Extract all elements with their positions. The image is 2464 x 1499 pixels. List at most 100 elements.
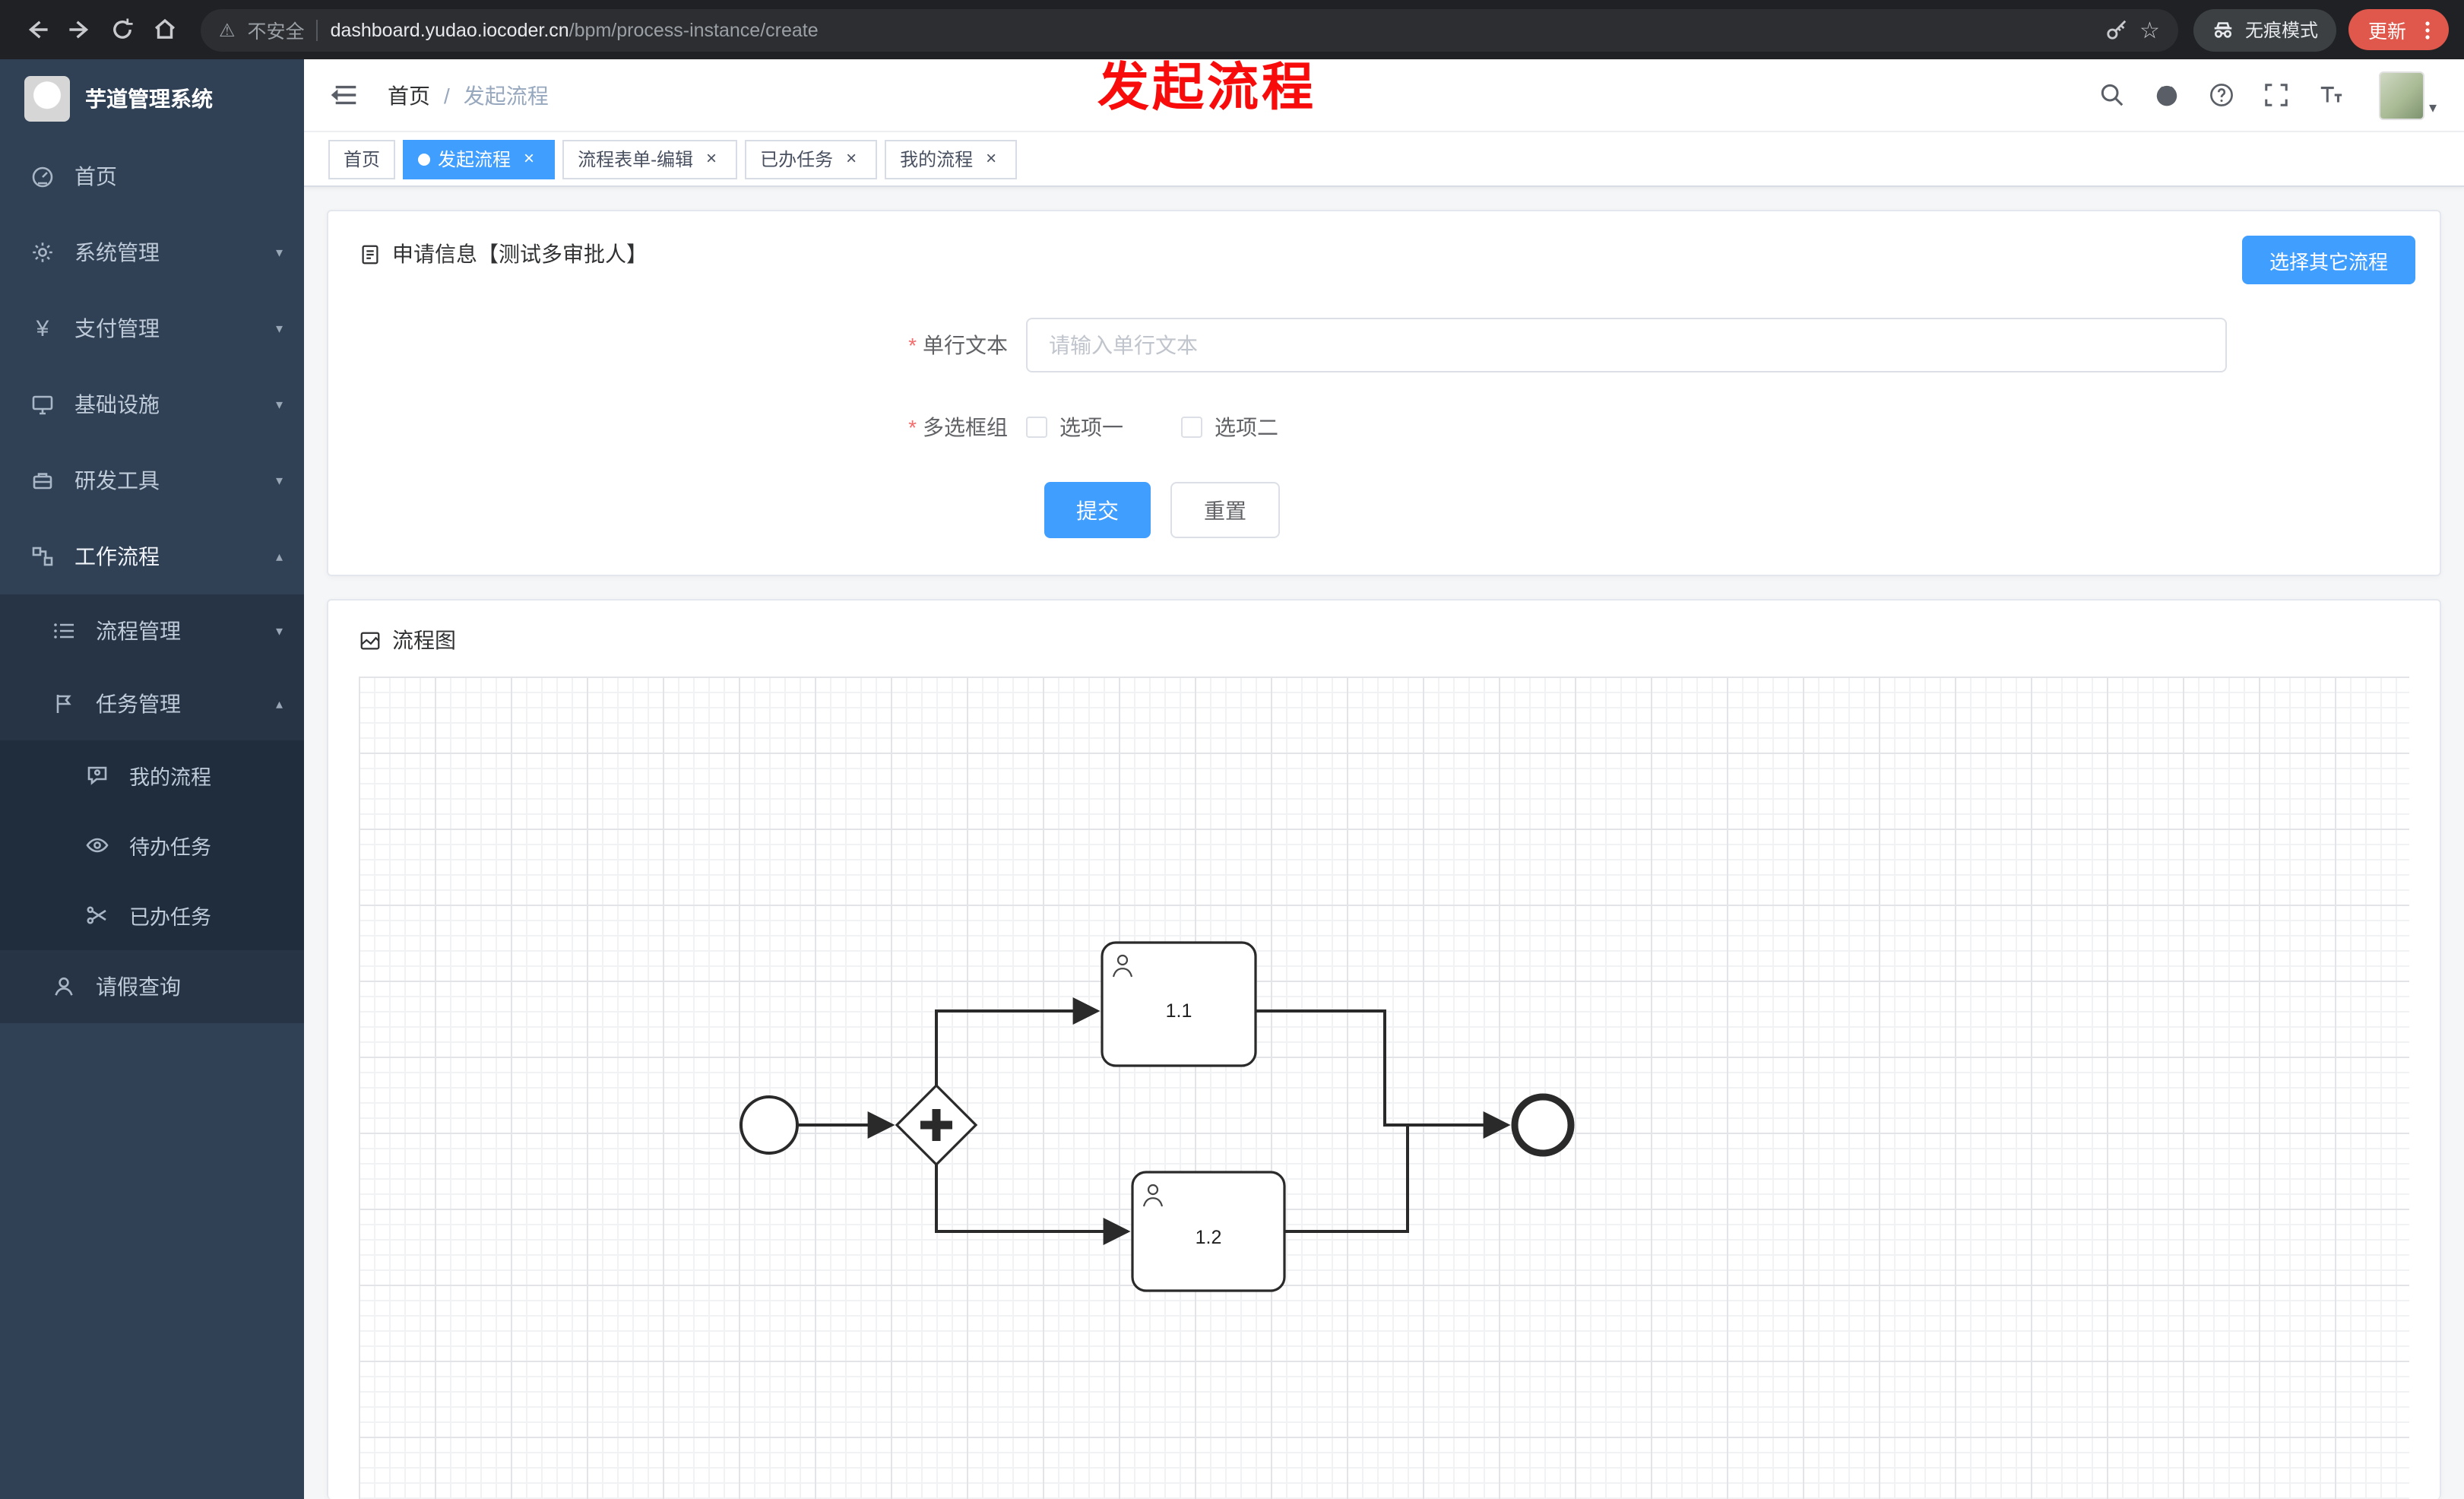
breadcrumb: 首页 / 发起流程: [388, 80, 549, 110]
github-icon: [2156, 85, 2177, 106]
user-task-label: 1.1: [1166, 1000, 1192, 1022]
url-path: /bpm/process-instance/create: [568, 19, 819, 40]
incognito-badge: 无痕模式: [2193, 8, 2336, 51]
forward-icon: [68, 21, 88, 39]
browser-menu-button[interactable]: [2417, 19, 2438, 40]
sidebar-item-dev-tools[interactable]: 研发工具 ▾: [0, 442, 304, 518]
checkbox-option-2[interactable]: 选项二: [1181, 412, 1278, 442]
chrome-update-button[interactable]: 更新: [2348, 9, 2449, 50]
tab-home[interactable]: 首页: [328, 139, 396, 179]
sidebar-item-label: 待办任务: [129, 836, 211, 859]
chevron-down-icon: ▾: [275, 320, 283, 335]
tab-initiate-process[interactable]: 发起流程 ×: [403, 139, 556, 179]
home-button[interactable]: [143, 8, 185, 51]
sidebar-item-label: 系统管理: [74, 240, 160, 265]
tab-process-form-edit[interactable]: 流程表单-编辑 ×: [562, 139, 738, 179]
tab-done-tasks[interactable]: 已办任务 ×: [745, 139, 878, 179]
password-key-button[interactable]: [2105, 18, 2127, 41]
sidebar-item-process-management[interactable]: 流程管理 ▾: [0, 594, 304, 667]
font-size-icon: [2320, 87, 2342, 103]
checkbox-label: 选项二: [1215, 415, 1278, 439]
sidebar-collapse-button[interactable]: [331, 81, 360, 109]
refresh-button[interactable]: [100, 8, 143, 51]
checkbox-icon[interactable]: [1181, 417, 1202, 438]
font-size-button[interactable]: [2318, 82, 2344, 108]
sidebar-item-done-tasks[interactable]: 已办任务: [0, 880, 304, 950]
sequence-flow-gateway-task1: [935, 997, 1101, 1085]
process-form: *单行文本 *多选框组 选项一 选项二: [359, 318, 2409, 538]
list-icon: [54, 623, 74, 639]
user-task-icon: [1142, 1184, 1164, 1207]
home-icon: [154, 18, 175, 39]
sidebar-item-leave-query[interactable]: 请假查询: [0, 950, 304, 1023]
single-line-text-input[interactable]: [1026, 318, 2227, 372]
user-menu[interactable]: ▾: [2378, 71, 2437, 119]
close-icon[interactable]: ×: [706, 147, 717, 168]
sidebar-item-home[interactable]: 首页: [0, 138, 304, 214]
sidebar-item-label: 任务管理: [96, 692, 181, 716]
page-content: 申请信息【测试多审批人】 选择其它流程 *单行文本 *多选框组 选项一: [304, 187, 2464, 1499]
search-button[interactable]: [2099, 82, 2125, 108]
sidebar-item-infrastructure[interactable]: 基础设施 ▾: [0, 366, 304, 442]
security-label: 不安全: [247, 21, 305, 43]
close-icon[interactable]: ×: [986, 147, 997, 168]
tab-my-processes[interactable]: 我的流程 ×: [885, 139, 1018, 179]
chevron-up-icon: ▴: [275, 696, 283, 711]
sidebar-item-label: 研发工具: [74, 468, 160, 493]
github-link[interactable]: [2154, 82, 2180, 108]
sequence-flow-task2-end: [1284, 1125, 1409, 1233]
sidebar-item-my-processes[interactable]: 我的流程: [0, 740, 304, 810]
sidebar-item-label: 请假查询: [96, 975, 181, 999]
dashboard-icon: [32, 166, 53, 188]
parallel-gateway-plus-icon: [920, 1109, 952, 1141]
checkbox-icon[interactable]: [1026, 417, 1047, 438]
sidebar-item-task-management[interactable]: 任务管理 ▴: [0, 667, 304, 740]
bpmn-canvas[interactable]: 1.1 1.2: [359, 677, 2409, 1499]
help-button[interactable]: [2209, 82, 2234, 108]
breadcrumb-home-link[interactable]: 首页: [388, 83, 430, 107]
checkbox-group-label: *多选框组: [908, 415, 1008, 439]
fullscreen-button[interactable]: [2263, 82, 2289, 108]
sequence-flow-task1-end: [1256, 1009, 1511, 1139]
refresh-icon: [112, 18, 132, 39]
url-text[interactable]: dashboard.yudao.iocoder.cn/bpm/process-i…: [331, 19, 2092, 40]
tab-label: 流程表单-编辑: [578, 149, 694, 170]
address-bar[interactable]: ⚠ 不安全 dashboard.yudao.iocoder.cn/bpm/pro…: [201, 8, 2178, 51]
toolbox-icon: [33, 473, 52, 490]
sidebar-item-workflow[interactable]: 工作流程 ▴: [0, 518, 304, 594]
sidebar-item-label: 流程管理: [96, 619, 181, 643]
sidebar-item-pending-tasks[interactable]: 待办任务: [0, 810, 304, 880]
checkbox-label: 选项一: [1059, 415, 1123, 439]
select-other-process-button[interactable]: 选择其它流程: [2241, 236, 2415, 284]
tab-label: 我的流程: [900, 149, 974, 170]
sequence-flow-gateway-task2: [935, 1165, 1131, 1245]
app-logo[interactable]: 芋道管理系统: [0, 59, 304, 138]
incognito-icon: [2214, 22, 2232, 38]
end-event-node: [1511, 1093, 1575, 1157]
yen-icon: ¥: [36, 315, 49, 341]
forward-button[interactable]: [58, 8, 100, 51]
required-mark: *: [908, 333, 917, 357]
bpmn-diagram: 1.1 1.2: [740, 941, 1575, 1292]
bookmark-star-button[interactable]: ☆: [2139, 17, 2160, 43]
browser-chrome: ⚠ 不安全 dashboard.yudao.iocoder.cn/bpm/pro…: [0, 0, 2464, 59]
form-icon: [362, 244, 378, 264]
hamburger-icon: [331, 85, 356, 105]
tab-label: 首页: [344, 149, 381, 170]
monitor-icon: [32, 395, 53, 415]
user-task-node-1: [1101, 941, 1257, 1067]
main-area: 首页 / 发起流程: [304, 59, 2464, 1499]
avatar[interactable]: [2378, 71, 2424, 119]
submit-button[interactable]: 提交: [1044, 482, 1151, 538]
reset-button[interactable]: 重置: [1170, 482, 1280, 538]
back-button[interactable]: [15, 8, 58, 51]
user-task-node-2: [1131, 1171, 1286, 1292]
sidebar-item-payment-management[interactable]: ¥ 支付管理 ▾: [0, 290, 304, 366]
checkbox-option-1[interactable]: 选项一: [1026, 412, 1123, 442]
close-icon[interactable]: ×: [524, 147, 535, 168]
sidebar: 芋道管理系统 首页 系统管理 ▾ ¥ 支付管理 ▾ 基础设施 ▾: [0, 59, 304, 1499]
sidebar-item-system-management[interactable]: 系统管理 ▾: [0, 214, 304, 290]
flowchart-icon: [360, 631, 380, 649]
close-icon[interactable]: ×: [846, 147, 857, 168]
